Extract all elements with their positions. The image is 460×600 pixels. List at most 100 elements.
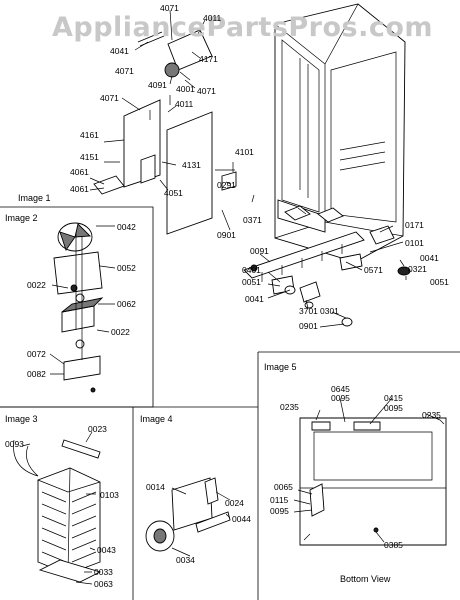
part-label: 0901 — [217, 230, 236, 240]
part-label: 0041 — [245, 294, 264, 304]
fan-bracket — [53, 251, 103, 295]
part-label: 4011 — [175, 99, 194, 109]
image-2-title: Image 2 — [5, 213, 38, 223]
part-label: 4071 — [115, 66, 134, 76]
mount-block-a — [311, 421, 331, 431]
image-5-title: Image 5 — [264, 362, 297, 372]
part-label: 0023 — [88, 424, 107, 434]
part-label: 0051 — [242, 277, 261, 287]
part-label: 0101 — [405, 238, 424, 248]
image-3-drawing — [13, 431, 102, 585]
part-label: 4161 — [80, 130, 99, 140]
coil-fins-right — [71, 491, 97, 563]
compressor-opening — [313, 431, 433, 481]
part-label: 0095 — [384, 403, 403, 413]
part-label: 4051 — [164, 188, 183, 198]
drain-hole — [373, 527, 379, 533]
part-label: 4101 — [235, 147, 254, 157]
part-label: 0901 — [299, 321, 318, 331]
part-label: 0095 — [331, 393, 350, 403]
bottom-bracket-2 — [317, 207, 344, 223]
drain-pan — [38, 559, 102, 583]
drain-trough — [93, 175, 125, 195]
damper-shaft — [195, 511, 231, 533]
image-5-frame — [257, 351, 460, 600]
bottom-bracket — [284, 205, 311, 221]
part-label: 0095 — [270, 506, 289, 516]
part-label: 4071 — [100, 93, 119, 103]
fan-motor — [164, 62, 180, 78]
part-label: 4171 — [199, 54, 218, 64]
image-4-drawing — [145, 477, 231, 557]
rail-end-screw — [250, 264, 258, 272]
base-rail — [243, 231, 365, 279]
cabinet-shelf-rails — [339, 141, 386, 171]
part-label: 4001 — [176, 84, 195, 94]
part-label: 0034 — [176, 555, 195, 565]
bottom-view-caption: Bottom View — [340, 574, 391, 584]
grommet-b — [75, 293, 85, 303]
part-label: 0033 — [94, 567, 113, 577]
image-1-title: Image 1 — [18, 193, 51, 203]
part-label: 0041 — [420, 253, 439, 263]
frame-accents — [303, 419, 445, 541]
part-label: 0415 — [384, 393, 403, 403]
part-label: 0022 — [27, 280, 46, 290]
part-label: 3701 — [299, 306, 318, 316]
part-label: 0171 — [405, 220, 424, 230]
part-label: 4091 — [148, 80, 167, 90]
evaporator-panel-group — [93, 29, 237, 235]
part-label: 0115 — [270, 495, 289, 505]
fan-motor-bracket — [167, 29, 213, 71]
part-label: 0103 — [100, 490, 119, 500]
part-label: 0091 — [250, 246, 269, 256]
part-label: 4061 — [70, 167, 89, 177]
part-label: 0093 — [5, 439, 24, 449]
part-label: 0062 — [117, 299, 136, 309]
damper-clip — [204, 477, 219, 505]
part-label: 0645 — [331, 384, 350, 394]
watermark: AppliancePartsPros.com — [52, 12, 434, 43]
mount-block-b — [353, 421, 381, 431]
part-label: 0235 — [422, 410, 441, 420]
part-label: 4071 — [197, 86, 216, 96]
part-label: 0042 — [117, 222, 136, 232]
base-rail-assembly — [243, 231, 411, 327]
assembly-axis — [75, 232, 83, 360]
cabinet-left-liner — [281, 39, 320, 213]
part-label: 4061 — [70, 184, 89, 194]
part-label: 0051 — [430, 277, 449, 287]
roller-b — [341, 317, 353, 327]
leveling-leg-bracket — [299, 281, 321, 303]
part-label: 0072 — [27, 349, 46, 359]
part-label: 0082 — [27, 369, 46, 379]
main-leader-lines — [89, 9, 407, 328]
coil-edges — [37, 467, 101, 575]
part-label: 0014 — [146, 482, 165, 492]
refrigerator-cabinet — [274, 3, 406, 263]
coil-fins — [41, 491, 67, 563]
screw — [90, 387, 96, 393]
part-label: 0052 — [117, 263, 136, 273]
fan-blade-vanes — [59, 223, 92, 251]
part-label: 0022 — [111, 327, 130, 337]
roller-wheel — [397, 266, 411, 276]
damper-control — [140, 154, 156, 184]
part-label: 0235 — [280, 402, 299, 412]
rail-hinge-plate — [339, 253, 363, 271]
image-4-title: Image 4 — [140, 414, 173, 424]
defrost-wire — [13, 439, 39, 477]
image-3-title: Image 3 — [5, 414, 38, 424]
defrost-heater — [61, 439, 101, 459]
section-frames — [0, 206, 460, 600]
part-label: 0401 — [242, 265, 261, 275]
rail-screws — [261, 244, 343, 282]
part-label: 4071 — [160, 3, 179, 13]
part-label: 0291 — [217, 180, 236, 190]
image-5-drawing — [293, 397, 447, 546]
cabinet-divider — [299, 58, 309, 198]
part-label: 0301 — [320, 306, 339, 316]
cabinet-edges — [274, 3, 404, 239]
